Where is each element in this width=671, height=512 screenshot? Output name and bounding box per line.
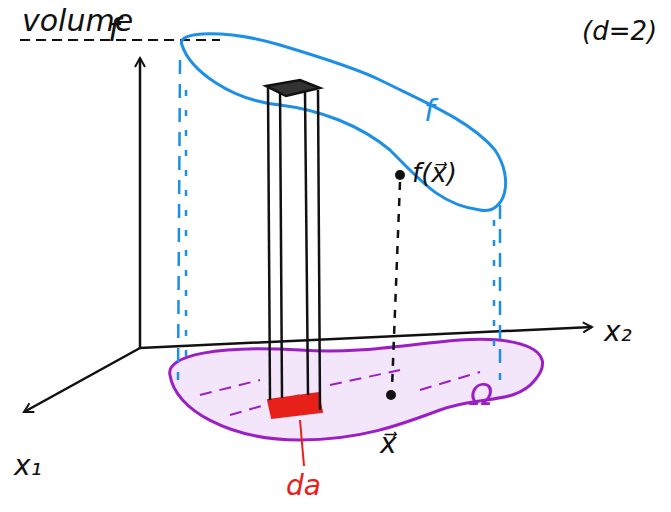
base-hatching [200,370,480,415]
surface-point [395,170,405,180]
area-label: da [286,472,321,500]
base-point [386,390,396,400]
cylinder-sides [178,60,500,380]
x2-axis [140,327,592,348]
area-element [268,393,322,418]
dimension-note: (d=2) [582,18,657,44]
title-underline [20,39,220,41]
leader-line [300,420,304,466]
axis-label: f [108,14,119,46]
point-label: x⃗ [380,430,397,458]
volume-column [266,80,320,410]
value-label: f(x⃗) [412,160,457,186]
region-label: Ω [470,380,493,410]
base-region [170,339,543,440]
f-axis [139,58,142,348]
axis-label: x₂ [604,318,632,346]
drop-line [392,182,400,388]
axis-label: x₁ [14,452,42,480]
graph-surface [181,34,505,211]
x1-axis [24,348,140,412]
function-label: f [424,96,435,126]
